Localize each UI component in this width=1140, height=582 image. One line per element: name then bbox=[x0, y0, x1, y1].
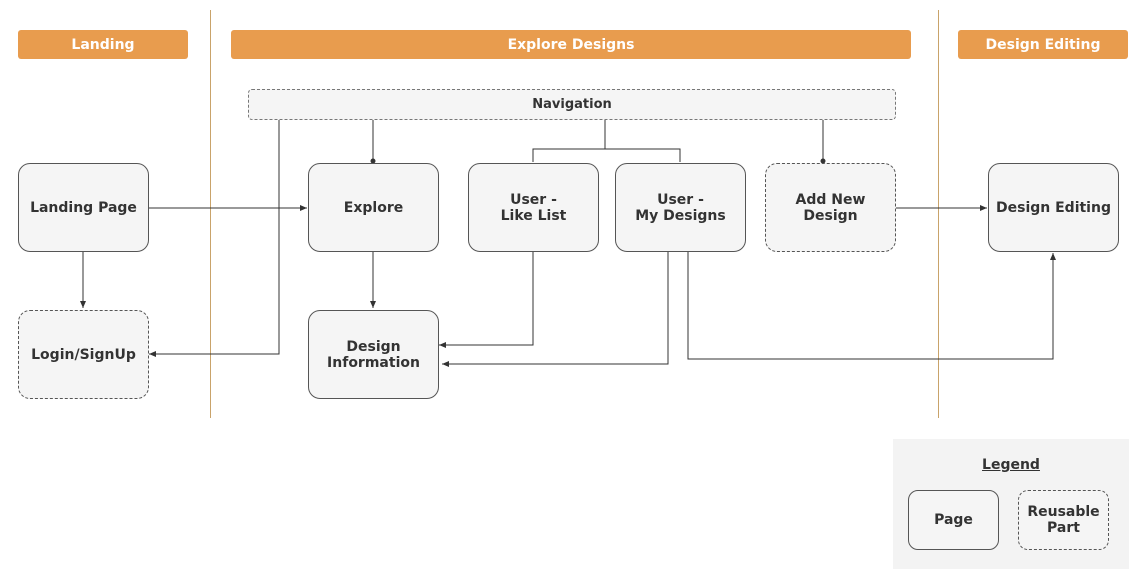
landing-page-node: Landing Page bbox=[18, 163, 149, 252]
legend-reusable-part-sample: Reusable Part bbox=[1018, 490, 1109, 550]
link-nav-to-login bbox=[149, 120, 280, 357]
link-mydesigns-to-info bbox=[442, 252, 669, 367]
login-signup-node: Login/SignUp bbox=[18, 310, 149, 399]
lane-explore-banner: Explore Designs bbox=[231, 30, 911, 59]
link-nav-to-user-pages bbox=[532, 120, 681, 162]
link-mydesigns-to-editing bbox=[687, 252, 1056, 360]
link-likelist-to-info bbox=[439, 252, 534, 348]
explore-node: Explore bbox=[308, 163, 439, 252]
legend-title: Legend bbox=[982, 457, 1040, 473]
design-editing-node: Design Editing bbox=[988, 163, 1119, 252]
legend: Legend Page Reusable Part bbox=[893, 439, 1129, 569]
lane-divider bbox=[938, 10, 939, 418]
user-my-designs-node: User - My Designs bbox=[615, 163, 746, 252]
add-new-design-node: Add New Design bbox=[765, 163, 896, 252]
connector-dot bbox=[370, 158, 376, 164]
navigation-node: Navigation bbox=[248, 89, 896, 120]
connector-dot bbox=[820, 158, 826, 164]
user-like-list-node: User - Like List bbox=[468, 163, 599, 252]
lane-editing-banner: Design Editing bbox=[958, 30, 1128, 59]
design-information-node: Design Information bbox=[308, 310, 439, 399]
legend-page-sample: Page bbox=[908, 490, 999, 550]
lane-divider bbox=[210, 10, 211, 418]
lane-landing-banner: Landing bbox=[18, 30, 188, 59]
